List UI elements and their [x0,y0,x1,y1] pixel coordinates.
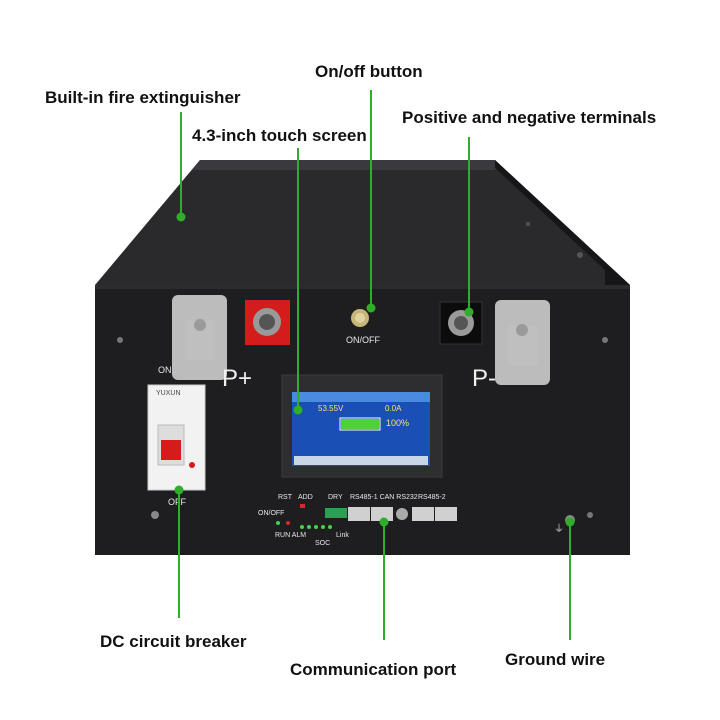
power-button [351,309,369,327]
callout-dot-fire [176,212,186,222]
breaker-off-label: OFF [168,497,186,507]
callout-terminals: Positive and negative terminals [402,108,657,127]
callout-dot-button [366,303,376,313]
negative-sign: P- [472,365,496,392]
positive-sign: P+ [222,365,253,392]
positive-connector [245,300,290,345]
callout-dot-comm [379,517,389,527]
negative-connector [439,301,483,345]
callout-line-breaker [178,490,180,618]
breaker-on-label: ON [158,365,172,375]
on-off-label: ON/OFF [346,335,380,345]
callout-comm-port: Communication port [290,660,457,679]
run-alm-label: RUN ALM [275,532,307,539]
callout-line-fire [180,112,182,217]
rs485-2-label: RS485-2 [418,494,446,501]
breaker-brand: YUXUN [156,390,181,397]
callout-dot-ground [565,517,575,527]
battery-top-surface [95,160,630,285]
callout-ground: Ground wire [505,650,606,669]
communication-ports [325,507,457,521]
circuit-breaker [147,384,206,491]
dry-label: DRY [328,494,343,501]
callout-line-ground [569,522,571,640]
callout-line-terminals [468,137,470,312]
callout-dot-terminals [464,307,474,317]
screen-soc: 100% [386,418,410,428]
callout-dot-screen [293,405,303,415]
soc-bar-fill [341,419,379,429]
soc-label: SOC [315,540,331,547]
link-label: Link [336,532,349,539]
callout-on-off-button: On/off button [315,62,423,81]
callout-line-comm [383,522,385,640]
screen-current: 0.0A [385,404,402,413]
callout-line-screen [297,148,299,410]
callout-touch-screen: 4.3-inch touch screen [192,126,367,145]
ports-label: RS485-1 CAN RS232 [350,494,418,501]
positive-terminal-cover [172,295,227,380]
onoff-small-label: ON/OFF [258,510,285,517]
callout-dot-breaker [174,485,184,495]
callout-fire-extinguisher: Built-in fire extinguisher [45,88,241,107]
callout-line-button [370,90,372,308]
rst-label: RST [278,494,292,501]
screen-voltage: 53.55V [318,404,344,413]
negative-terminal-cover [495,300,550,385]
svg-text:⏚: ⏚ [554,523,564,535]
battery-side [495,160,630,545]
status-leds [276,504,332,529]
callout-breaker: DC circuit breaker [100,632,247,651]
add-label: ADD [298,494,313,501]
